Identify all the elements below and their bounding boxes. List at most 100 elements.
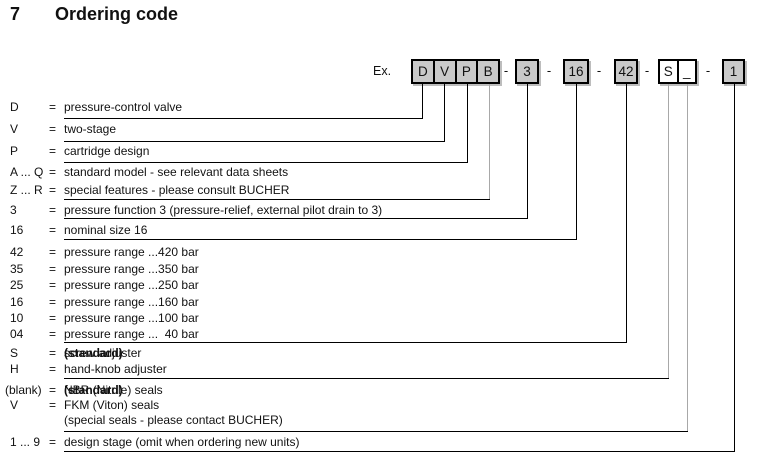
legend-description-text: pressure range ...100 bar [64,311,199,325]
pressure-range-box: 42 [614,59,638,84]
legend-equals: = [49,262,57,276]
code-separator: - [546,63,552,78]
legend-description-text: hand-knob adjuster [64,362,167,376]
legend-row: 25=pressure range ...250 bar [0,278,758,292]
legend-description-bold: (standard) [64,346,123,360]
connector-vertical-line [527,84,528,218]
legend-row: S = screw adjuster (standard) [0,346,758,360]
code-separator: - [705,63,711,78]
code-cell-42: 42 [618,64,634,79]
pressure-function-box: 3 [515,59,539,84]
legend-row: V=two-stage [0,122,758,136]
legend-description-text: design stage (omit when ordering new uni… [64,435,300,449]
adjuster-seal-group: S_ [658,59,697,84]
legend-underline [64,378,669,379]
legend-description: screw adjuster (standard) [64,346,141,360]
legend-underline [64,199,490,200]
legend-key: 10 [10,311,24,325]
legend-equals: = [49,203,57,217]
legend-description-text: pressure range ...160 bar [64,295,199,309]
legend-key: D [10,100,19,114]
legend-underline [64,218,528,219]
legend-equals: = [49,165,57,179]
legend-equals: = [49,144,57,158]
legend-description-text: cartridge design [64,144,150,158]
legend-key: 25 [10,278,24,292]
legend-row: 1 ... 9=design stage (omit when ordering… [0,435,758,449]
legend-key: (blank) [5,383,42,397]
legend-row: (blank) = NBR (Nitrile) seals (standard) [0,383,758,397]
legend-row: 42 = pressure range ...420 bar [0,245,758,259]
connector-vertical-line [668,84,669,378]
code-cell-16: 16 [568,64,584,79]
legend-equals: = [49,100,57,114]
legend-equals: = [49,398,57,412]
connector-vertical-line [422,84,423,118]
legend-description-text: standard model - see relevant data sheet… [64,165,289,179]
example-label: Ex. [373,64,392,78]
legend-row: A ... Q=standard model - see relevant da… [0,165,758,179]
legend-underline [64,342,627,343]
connector-vertical-line [444,84,445,141]
legend-key: Z ... R [10,183,43,197]
connector-vertical-line [576,84,577,239]
legend-equals: = [49,311,57,325]
legend-key: 3 [10,203,17,217]
legend-underline [64,431,688,432]
code-separator: - [596,63,602,78]
legend-equals: = [49,383,57,397]
connector-vertical-line [467,84,468,162]
legend-row: 10 = pressure range ...100 bar [0,311,758,325]
legend-equals: = [49,245,57,259]
legend-row: V=FKM (Viton) seals [0,398,758,412]
legend-underline [64,162,468,163]
legend-key: 16 [10,295,24,309]
legend-description-text: NBR (Nitrile) seals [64,383,170,397]
legend-equals: = [49,278,57,292]
legend-row: 3=pressure function 3 (pressure-relief, … [0,203,758,217]
code-cell-P: P [454,61,477,82]
connector-vertical-line [734,84,735,451]
legend-key: V [10,398,19,412]
legend-key: 35 [10,262,24,276]
legend-equals: = [49,183,57,197]
legend-description-text: special features - please consult BUCHER [64,183,290,197]
legend-key: P [10,144,19,158]
connector-vertical-line [489,84,490,199]
legend-equals: = [49,295,57,309]
code-cell-S: S [663,64,673,79]
legend-description-text: (special seals - please contact BUCHER) [64,413,283,427]
legend-description: NBR (Nitrile) seals (standard) [64,383,163,397]
legend-row: Z ... R = special features - please consul… [0,183,758,197]
legend-key: V [10,122,19,136]
legend-description-text: pressure range ...420 bar [64,245,199,259]
legend-description-text: pressure range ...350 bar [64,262,199,276]
legend-underline [64,239,577,240]
legend-key: S [10,346,19,360]
code-separator: - [644,63,650,78]
legend-description-text: pressure-control valve [64,100,183,114]
legend-row: D = pressure-control valve [0,100,758,114]
legend-underline [64,141,445,142]
design-stage-box: 1 [722,59,745,84]
legend-equals: = [49,223,57,237]
code-separator: - [503,63,509,78]
legend-key: 16 [10,223,24,237]
connector-vertical-line [626,84,627,342]
legend-row: 16 = pressure range ...160 bar [0,295,758,309]
legend-row: 35 = pressure range ...350 bar [0,262,758,276]
connector-vertical-line [687,84,688,431]
code-cell-3: 3 [523,64,531,79]
page-title: Ordering code [55,4,179,24]
code-cell-_: _ [676,61,696,82]
legend-equals: = [49,362,57,376]
legend-key: 42 [10,245,24,259]
legend-equals: = [49,346,57,360]
code-cell-B: B [476,61,498,82]
legend-description-bold: (standard) [64,383,123,397]
legend-row: H=hand-knob adjuster [0,362,758,376]
legend-description-text: screw adjuster [64,346,145,360]
legend-row: 04=pressure range ... 40 bar [0,327,758,341]
